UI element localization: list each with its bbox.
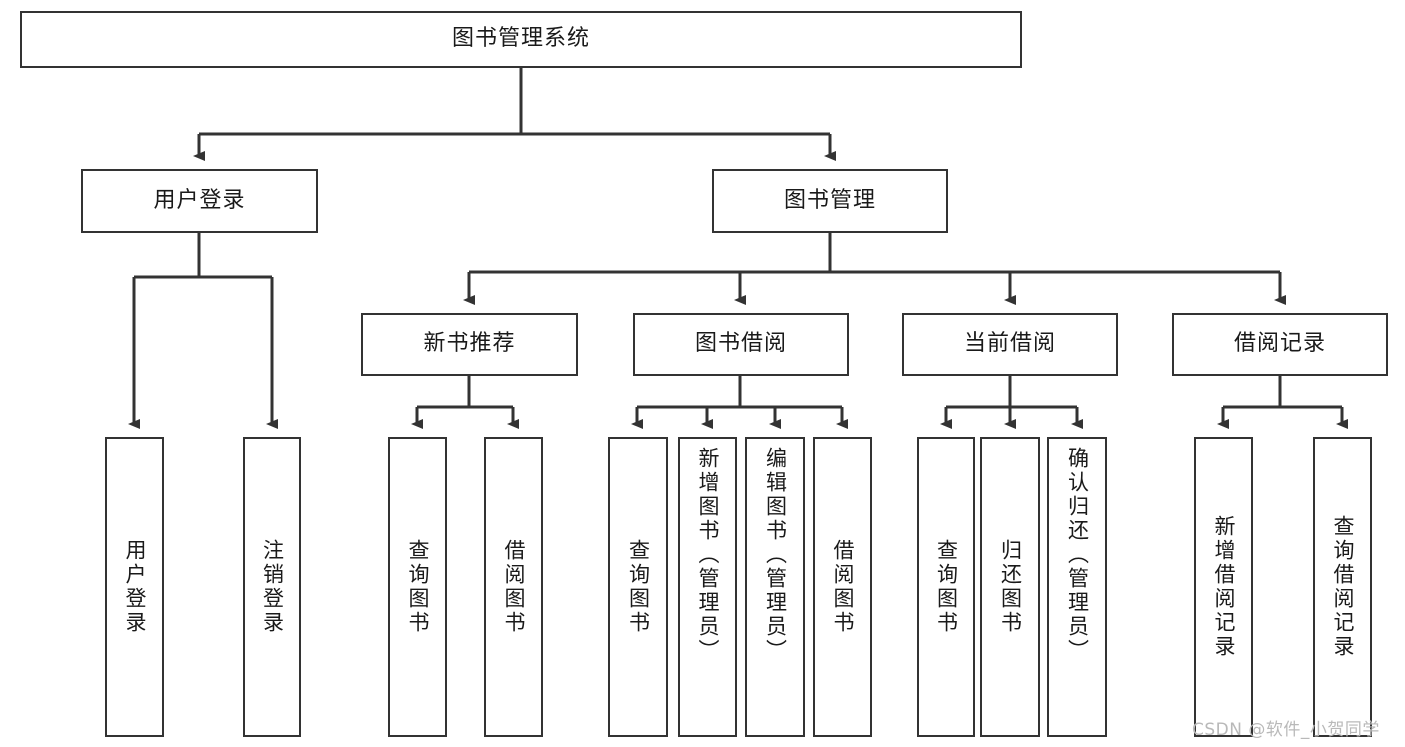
node-book-borrow[interactable]: 图书借阅 (633, 313, 849, 376)
node-leaf-confirm-return-admin-label: 确认归还（管理员） (1065, 447, 1090, 663)
node-leaf-query-book-rec[interactable]: 查询图书 (388, 437, 447, 737)
node-leaf-query-book-rec-label: 查询图书 (406, 539, 430, 635)
node-leaf-query-borrow-record[interactable]: 查询借阅记录 (1313, 437, 1372, 737)
node-root[interactable]: 图书管理系统 (20, 11, 1022, 68)
node-leaf-edit-book-admin-label: 编辑图书（管理员） (763, 447, 788, 663)
node-leaf-user-login[interactable]: 用户登录 (105, 437, 164, 737)
node-leaf-edit-book-admin[interactable]: 编辑图书（管理员） (745, 437, 805, 737)
node-leaf-query-book-borrow-label: 查询图书 (626, 539, 651, 635)
node-new-book-recommend-label: 新书推荐 (423, 331, 516, 357)
node-leaf-return-book[interactable]: 归还图书 (980, 437, 1040, 737)
node-leaf-add-borrow-record-label: 新增借阅记录 (1212, 515, 1236, 659)
node-leaf-borrow-book[interactable]: 借阅图书 (813, 437, 872, 737)
node-borrow-record[interactable]: 借阅记录 (1172, 313, 1388, 376)
node-leaf-query-book-current-label: 查询图书 (934, 539, 959, 635)
node-leaf-borrow-book-rec[interactable]: 借阅图书 (484, 437, 543, 737)
node-leaf-add-book-admin-label: 新增图书（管理员） (696, 447, 720, 663)
node-user-login[interactable]: 用户登录 (81, 169, 318, 233)
node-book-management-label: 图书管理 (783, 187, 876, 213)
node-leaf-query-book-borrow[interactable]: 查询图书 (608, 437, 668, 737)
csdn-watermark: CSDN @软件_小贺同学 (1192, 720, 1380, 740)
node-user-login-label: 用户登录 (153, 187, 246, 213)
node-book-management[interactable]: 图书管理 (712, 169, 948, 233)
node-borrow-record-label: 借阅记录 (1233, 331, 1326, 357)
node-leaf-add-book-admin[interactable]: 新增图书（管理员） (678, 437, 737, 737)
node-leaf-borrow-book-label: 借阅图书 (831, 539, 855, 635)
node-current-borrow-label: 当前借阅 (963, 331, 1056, 357)
node-leaf-return-book-label: 归还图书 (998, 539, 1023, 635)
node-leaf-query-book-current[interactable]: 查询图书 (917, 437, 975, 737)
node-current-borrow[interactable]: 当前借阅 (902, 313, 1118, 376)
node-leaf-add-borrow-record[interactable]: 新增借阅记录 (1194, 437, 1253, 737)
node-leaf-user-login-label: 用户登录 (123, 539, 147, 635)
node-leaf-query-borrow-record-label: 查询借阅记录 (1331, 515, 1355, 659)
node-leaf-confirm-return-admin[interactable]: 确认归还（管理员） (1047, 437, 1107, 737)
node-new-book-recommend[interactable]: 新书推荐 (361, 313, 578, 376)
node-root-label: 图书管理系统 (451, 26, 590, 52)
node-leaf-borrow-book-rec-label: 借阅图书 (502, 539, 526, 635)
node-book-borrow-label: 图书借阅 (694, 331, 787, 357)
node-leaf-logout[interactable]: 注销登录 (243, 437, 301, 737)
node-leaf-logout-label: 注销登录 (260, 539, 285, 635)
